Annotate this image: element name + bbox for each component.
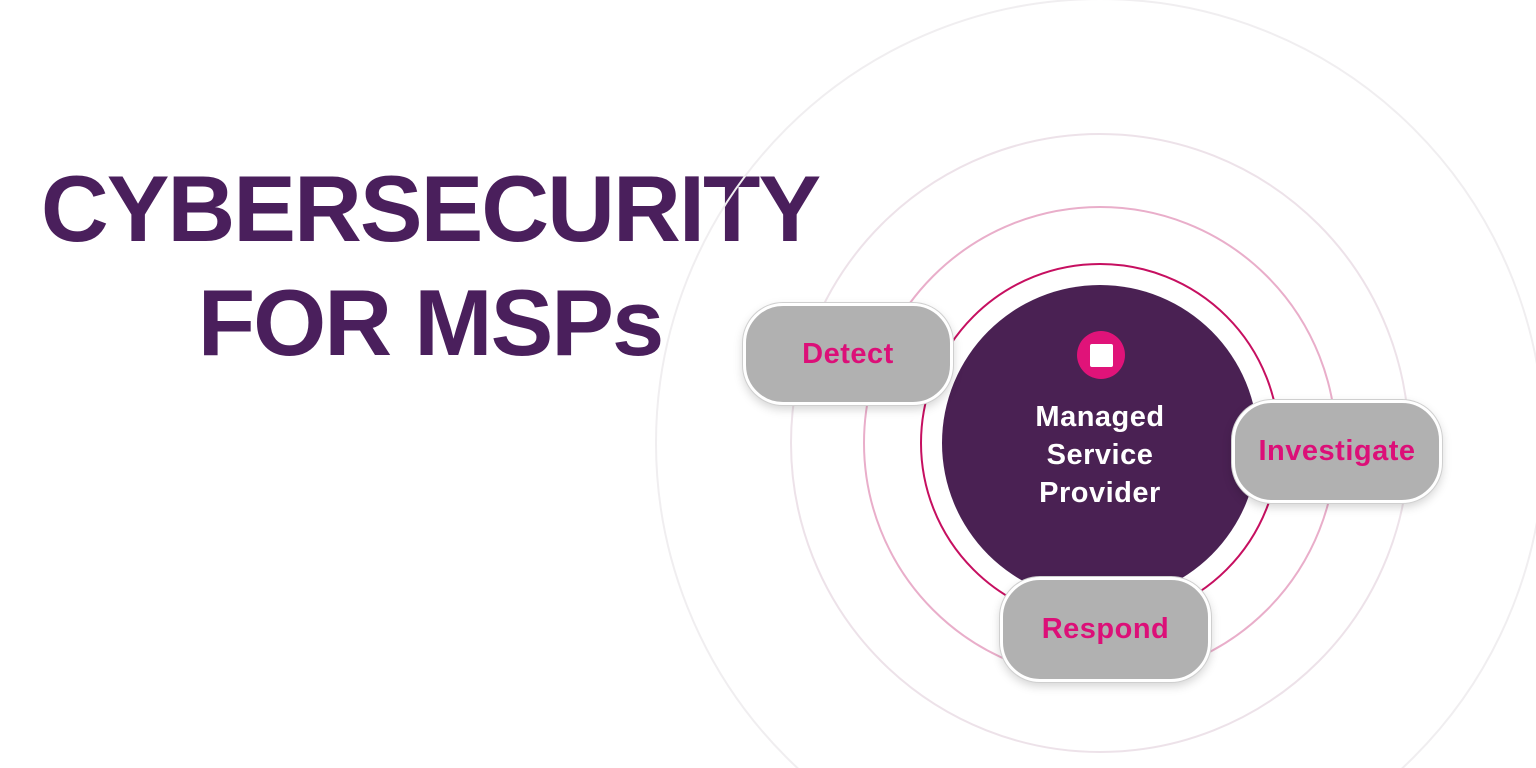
title-line-2: FOR MSPs [197, 270, 665, 375]
title-line-1: CYBERSECURITY [40, 156, 821, 261]
msp-label-line-3: Provider [1039, 477, 1161, 509]
node-respond: Respond [1000, 577, 1211, 682]
icon-square-glyph [1089, 343, 1113, 367]
square-in-circle-icon [1077, 331, 1125, 379]
node-investigate-label: Investigate [1258, 435, 1416, 467]
node-investigate: Investigate [1232, 400, 1442, 503]
msp-label-line-1: Managed [1035, 401, 1165, 433]
msp-center-circle: Managed Service Provider [942, 285, 1258, 601]
node-respond-label: Respond [1041, 613, 1170, 645]
page-title: CYBERSECURITY FOR MSPs [30, 152, 830, 380]
msp-center-label: Managed Service Provider [942, 398, 1258, 512]
node-detect: Detect [743, 303, 953, 405]
msp-label-line-2: Service [1046, 439, 1154, 471]
node-detect-label: Detect [802, 337, 894, 370]
